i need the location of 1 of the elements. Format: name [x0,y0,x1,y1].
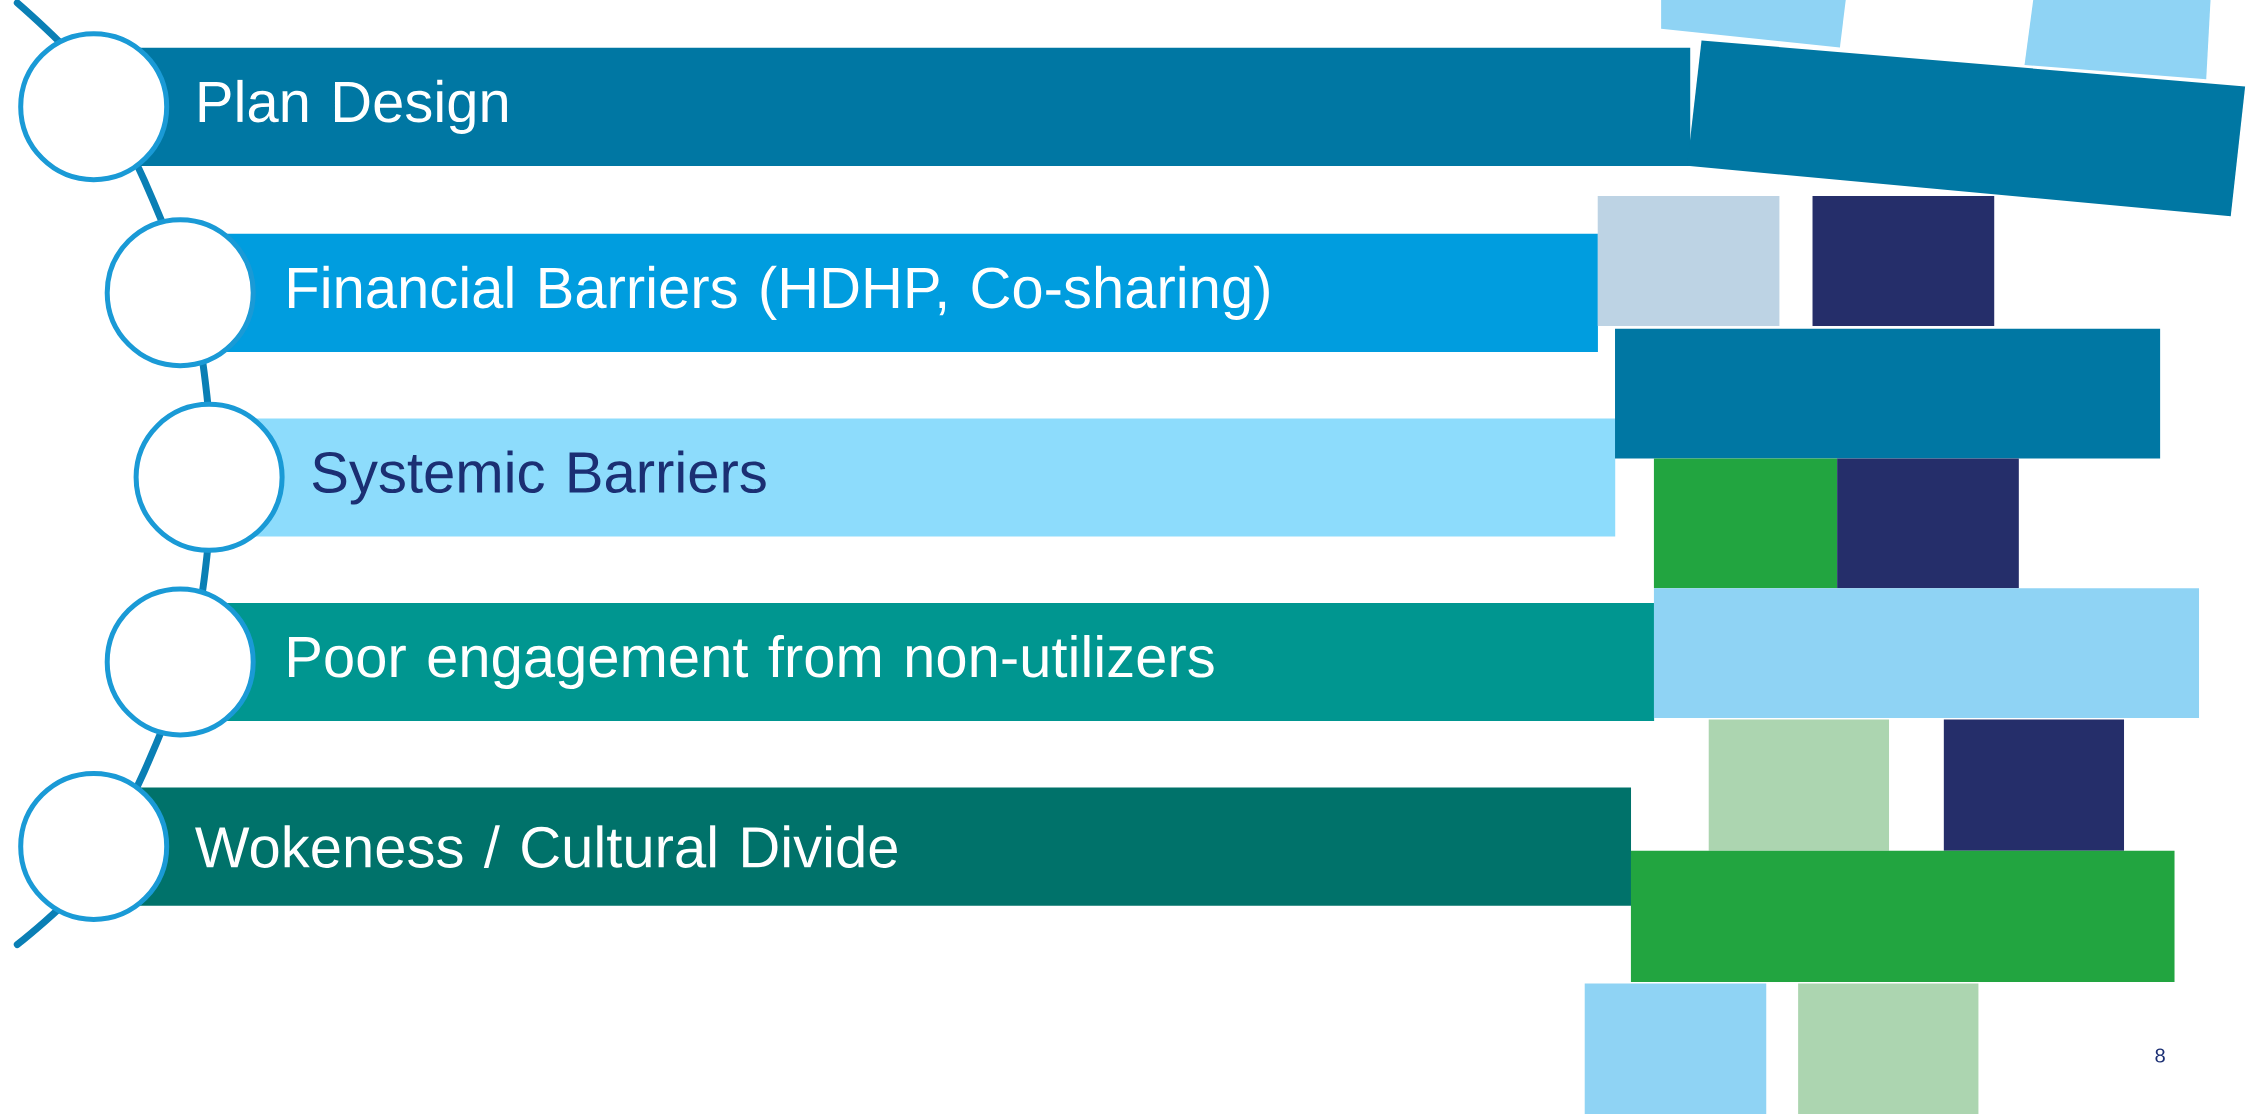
page-number: 8 [2155,1048,2165,1063]
